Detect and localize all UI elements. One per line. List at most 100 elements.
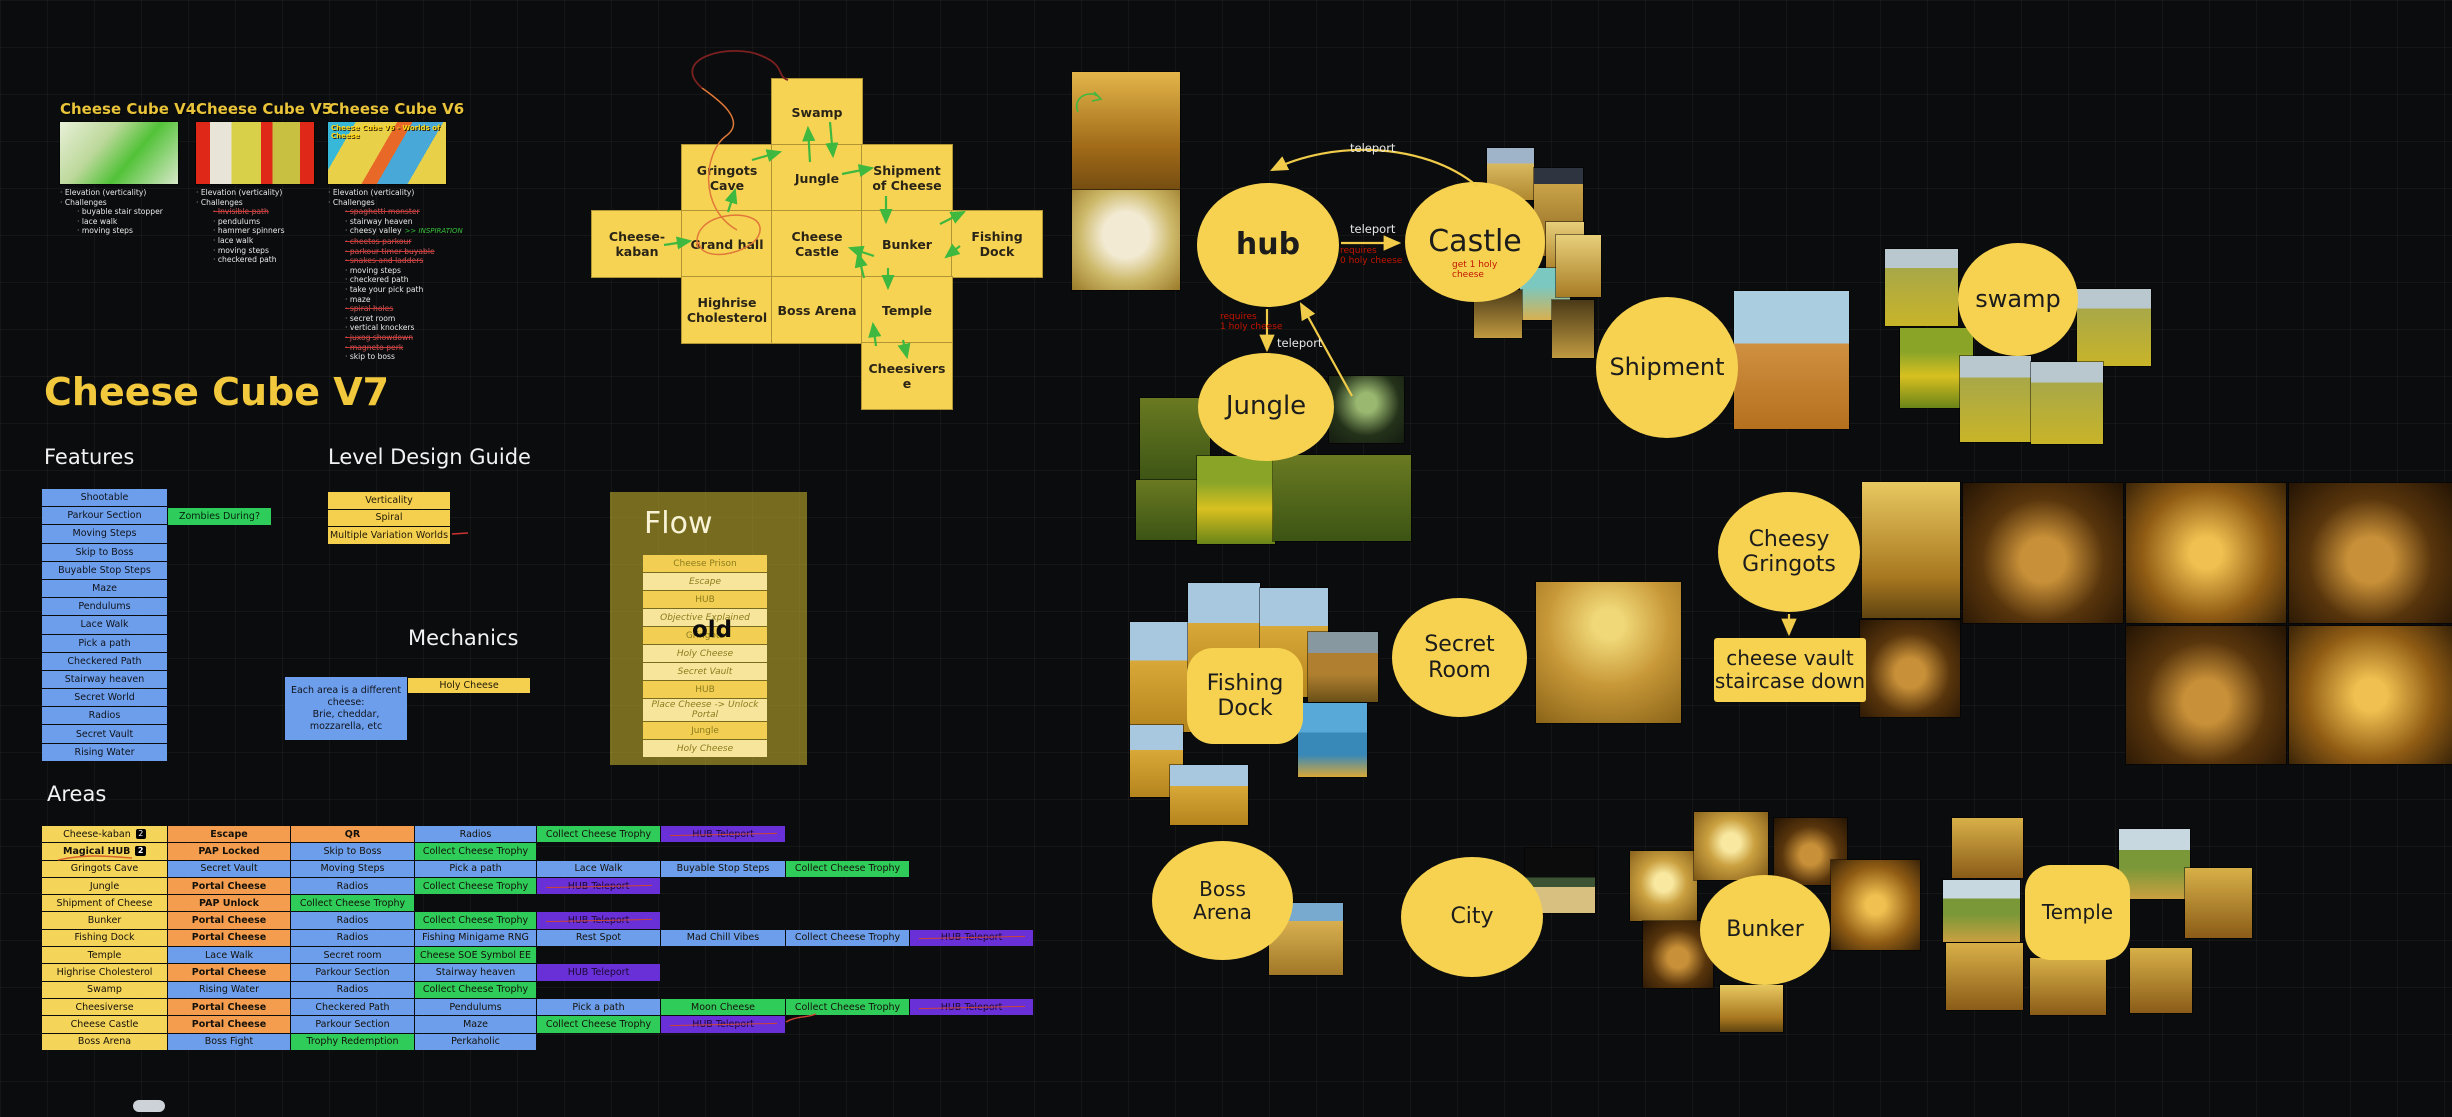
feature-item[interactable]: Shootable (42, 489, 167, 507)
thumbnail-image[interactable] (1734, 291, 1849, 429)
area-cell[interactable]: Collect Cheese Trophy (415, 912, 536, 929)
flow-step[interactable]: Jungle (643, 722, 767, 739)
area-cell[interactable]: Cheese SOE Symbol EE (415, 947, 536, 964)
thumbnail-image[interactable] (1329, 376, 1404, 443)
thumbnail-image[interactable] (2031, 362, 2103, 444)
thumbnail-image[interactable] (1952, 818, 2023, 878)
areas-heading[interactable]: Areas (47, 782, 107, 806)
area-cell[interactable]: Radios (291, 877, 414, 895)
area-cell[interactable]: HUB Teleport (661, 826, 785, 843)
area-cell[interactable]: Fishing Dock (42, 929, 167, 947)
area-cell[interactable]: Highrise Cholesterol (42, 964, 167, 981)
thumbnail-image[interactable] (2289, 483, 2452, 623)
area-cell[interactable]: Lace Walk (168, 947, 290, 964)
flow-cell-highrise-cholesterol[interactable]: Highrise Cholesterol (681, 276, 773, 344)
thumbnail-image[interactable] (2030, 958, 2106, 1015)
area-cell[interactable]: HUB Teleport (537, 912, 660, 929)
flow-cell-bunker[interactable]: Bunker (861, 210, 953, 278)
thumbnail-image[interactable] (1862, 482, 1960, 618)
thumbnail-image[interactable] (1556, 235, 1601, 297)
area-cell[interactable]: HUB Teleport (537, 964, 660, 981)
mindmap-node-cheese-vault[interactable]: cheese vault staircase down (1714, 638, 1866, 702)
area-cell[interactable]: Secret Vault (168, 860, 290, 877)
mindmap-node-bunker[interactable]: Bunker (1700, 875, 1830, 985)
area-cell[interactable]: Maze (415, 1016, 536, 1033)
feature-item[interactable]: Checkered Path (42, 652, 167, 670)
mindmap-node-cheesy-gringots[interactable]: Cheesy Gringots (1718, 492, 1860, 612)
flow-step[interactable]: Secret Vault (643, 663, 767, 680)
area-cell[interactable]: Mad Chill Vibes (661, 929, 785, 947)
thumbnail-image[interactable] (2119, 829, 2190, 899)
page-title[interactable]: Cheese Cube V7 (44, 370, 390, 414)
flow-step[interactable]: Place Cheese -> Unlock Portal (643, 699, 767, 721)
flow-step[interactable]: Holy Cheese (643, 645, 767, 662)
thumbnail-image[interactable] (1072, 190, 1180, 290)
flow-step[interactable]: Escape (643, 573, 767, 590)
area-cell[interactable]: Stairway heaven (415, 964, 536, 981)
canvas-control-pill[interactable] (133, 1100, 165, 1112)
thumbnail-image[interactable] (1552, 300, 1594, 358)
area-cell[interactable]: Cheesiverse (42, 998, 167, 1016)
area-cell[interactable]: Parkour Section (291, 964, 414, 981)
area-cell[interactable]: PAP Unlock (168, 895, 290, 912)
flow-cell-cheese-castle[interactable]: Cheese Castle (771, 210, 863, 278)
thumbnail-image[interactable] (1943, 880, 2020, 942)
flow-cell-jungle[interactable]: Jungle (771, 144, 863, 212)
feature-item[interactable]: Parkour Section (42, 507, 167, 525)
mindmap-node-temple[interactable]: Temple (2025, 865, 2130, 960)
flow-step[interactable]: HUB (643, 591, 767, 608)
feature-item[interactable]: Stairway heaven (42, 670, 167, 689)
area-cell[interactable]: Perkaholic (415, 1033, 536, 1050)
version-card-image[interactable] (196, 122, 314, 184)
thumbnail-image[interactable] (1885, 249, 1958, 326)
flow-cell-cheesivers-e[interactable]: Cheesivers e (861, 342, 953, 410)
area-cell[interactable]: Collect Cheese Trophy (786, 998, 909, 1016)
level-design-guide-heading[interactable]: Level Design Guide (328, 445, 531, 469)
area-cell[interactable]: Cheese Castle (42, 1016, 167, 1033)
area-cell[interactable]: HUB Teleport (537, 877, 660, 895)
flow-step[interactable]: Holy Cheese (643, 740, 767, 757)
feature-item[interactable]: Buyable Stop Steps (42, 561, 167, 579)
feature-item[interactable]: Skip to Boss (42, 543, 167, 561)
area-cell[interactable]: HUB Teleport (661, 1016, 785, 1033)
feature-item[interactable]: Secret World (42, 689, 167, 707)
area-cell[interactable]: Moving Steps (291, 860, 414, 877)
flow-step[interactable]: Cheese Prison (643, 555, 767, 572)
flow-old-overlay[interactable]: old (692, 617, 733, 643)
mindmap-node-castle[interactable]: Castle (1405, 182, 1545, 302)
mindmap-node-secret-room[interactable]: Secret Room (1392, 598, 1527, 717)
area-cell[interactable]: Collect Cheese Trophy (291, 895, 414, 912)
flow-cell-fishing-dock[interactable]: Fishing Dock (951, 210, 1043, 278)
thumbnail-image[interactable] (1298, 703, 1367, 777)
area-cell[interactable]: Collect Cheese Trophy (537, 1016, 660, 1033)
feature-item[interactable]: Pendulums (42, 598, 167, 616)
area-cell[interactable]: Boss Arena (42, 1033, 167, 1050)
area-cell[interactable]: Rising Water (168, 981, 290, 998)
flow-step[interactable]: HUB (643, 681, 767, 698)
area-cell[interactable]: Collect Cheese Trophy (415, 843, 536, 860)
area-cell[interactable]: Skip to Boss (291, 843, 414, 860)
area-cell[interactable]: Collect Cheese Trophy (415, 877, 536, 895)
zombies-note[interactable]: Zombies During? (168, 508, 271, 525)
area-cell[interactable]: Swamp (42, 981, 167, 998)
thumbnail-image[interactable] (1136, 480, 1198, 540)
area-cell[interactable]: Radios (415, 826, 536, 843)
thumbnail-image[interactable] (1694, 812, 1768, 880)
flow-step[interactable]: Gringots (643, 627, 767, 644)
thumbnail-image[interactable] (1946, 943, 2023, 1010)
thumbnail-image[interactable] (2126, 626, 2286, 764)
area-cell[interactable]: Secret room (291, 947, 414, 964)
area-cell[interactable]: Trophy Redemption (291, 1033, 414, 1050)
feature-item[interactable]: Radios (42, 707, 167, 725)
flow-cell-gringots-cave[interactable]: Gringots Cave (681, 144, 773, 212)
area-cell[interactable]: Collect Cheese Trophy (415, 981, 536, 998)
area-cell[interactable]: Escape (168, 826, 290, 843)
mindmap-node-shipment[interactable]: Shipment (1596, 297, 1738, 438)
area-cell[interactable]: Parkour Section (291, 1016, 414, 1033)
thumbnail-image[interactable] (2130, 948, 2192, 1013)
area-cell[interactable]: Collect Cheese Trophy (786, 929, 909, 947)
